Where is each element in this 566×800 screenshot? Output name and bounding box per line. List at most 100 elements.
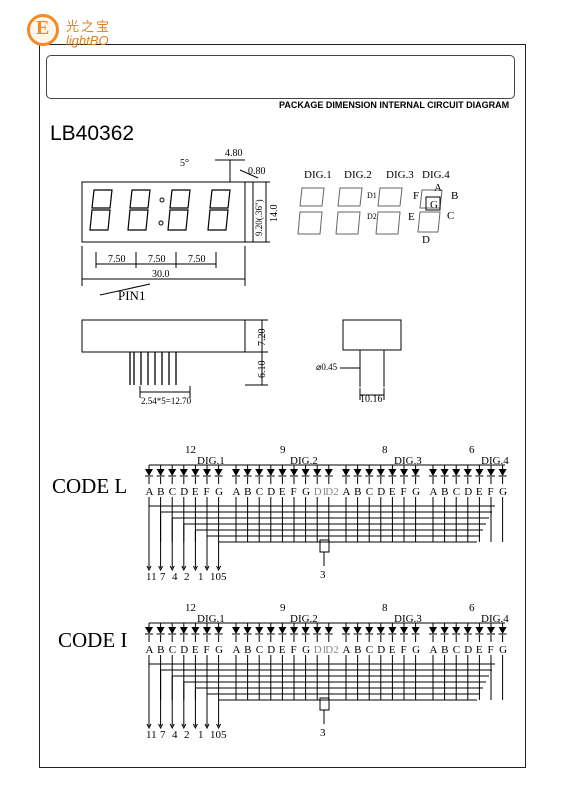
pin1-label: PIN1	[118, 288, 145, 303]
diode-symbol	[452, 469, 461, 476]
diode-symbol	[324, 627, 333, 634]
common-pin-label: 9	[280, 444, 286, 456]
segment-pin-label: B	[244, 486, 251, 498]
segment-pin-label: B	[157, 644, 164, 656]
segment-pin-label: D	[180, 486, 188, 498]
center-pin-label: 3	[320, 727, 326, 739]
segment-pin-label: A	[146, 486, 154, 498]
segment-pin-label: D	[464, 486, 472, 498]
code-i-label: CODE I	[58, 628, 128, 652]
bottom-pin-label: 2	[184, 729, 190, 741]
legend-seg-b: B	[451, 190, 458, 202]
diode-symbol	[156, 627, 165, 634]
legend-seg-g: G	[430, 199, 438, 211]
diode-symbol	[168, 627, 177, 634]
diode-symbol	[440, 627, 449, 634]
common-pin-label: 8	[382, 444, 388, 456]
segment-pin-label: F	[204, 486, 210, 498]
diode-symbol	[203, 627, 211, 634]
digit-label: DIG.2	[290, 613, 318, 625]
segment-pin-label: A	[146, 644, 154, 656]
segment-pin-label: D	[377, 486, 385, 498]
legend-d2: D2	[367, 212, 377, 221]
digit-label: DIG.4	[481, 455, 509, 467]
segment-pin-label: B	[157, 486, 164, 498]
diode-symbol	[243, 627, 252, 634]
dim-14-0: 14.0	[269, 205, 280, 223]
diode-symbol	[353, 627, 362, 634]
digit-label: DIG.2	[290, 455, 318, 467]
display-side-body	[81, 319, 246, 353]
bottom-pin-label: 4	[172, 729, 178, 741]
dim-0-80: 0.80	[248, 166, 266, 177]
segment-pin-label: D1	[314, 486, 327, 498]
segment-pin-label: B	[354, 486, 361, 498]
legend-seg-f: F	[413, 190, 419, 202]
diode-symbol	[191, 627, 200, 634]
legend-dig2: DIG.2	[344, 169, 372, 181]
dim-7-20: 7.20	[257, 329, 268, 347]
diode-symbol	[388, 627, 397, 634]
segment-pin-label: D	[377, 644, 385, 656]
front-digit-outlines	[89, 189, 231, 231]
diode-symbol	[400, 469, 408, 476]
header-frame: PACKAGE DIMENSION INTERNAL CIRCUIT DIAGR…	[46, 55, 515, 110]
segment-pin-label: C	[366, 644, 373, 656]
segment-pin-label: C	[366, 486, 373, 498]
dim-7-50-c: 7.50	[188, 254, 206, 265]
segment-pin-label: F	[401, 644, 407, 656]
segment-pin-label: G	[499, 486, 507, 498]
segment-pin-label: G	[302, 486, 310, 498]
bottom-pin-label: 11	[146, 729, 157, 741]
dim-0-45: ⌀0.45	[316, 362, 338, 372]
center-pin-label: 3	[320, 569, 326, 581]
diode-symbol	[278, 469, 287, 476]
dim-pin-pitch: 2.54*5=12.70	[141, 396, 192, 406]
bottom-pin-label: 1	[198, 729, 204, 741]
segment-pin-label: C	[256, 644, 263, 656]
display-end-body	[342, 319, 402, 351]
bottom-pin-label: 7	[160, 729, 166, 741]
segment-pin-label: C	[169, 486, 176, 498]
pin-arrow	[216, 723, 222, 730]
segment-pin-label: B	[354, 644, 361, 656]
diode-symbol	[429, 469, 437, 476]
diode-symbol	[463, 627, 472, 634]
diode-symbol	[266, 469, 275, 476]
bottom-pin-label: 4	[172, 571, 178, 583]
segment-pin-label: E	[192, 486, 199, 498]
diode-symbol	[313, 627, 322, 634]
pin-arrow	[158, 723, 164, 730]
diode-symbol	[365, 469, 374, 476]
segment-pin-label: C	[169, 644, 176, 656]
diode-symbol	[301, 469, 310, 476]
segment-pin-label: E	[279, 644, 286, 656]
segment-pin-label: G	[215, 644, 223, 656]
diode-symbol	[232, 469, 240, 476]
pin-arrow	[216, 565, 222, 572]
bottom-pin-label: 10	[210, 729, 222, 741]
diode-symbol	[452, 627, 461, 634]
diode-symbol	[179, 627, 188, 634]
common-pin-label: 6	[469, 602, 475, 614]
diode-symbol	[203, 469, 211, 476]
diode-symbol	[440, 469, 449, 476]
bottom-pin-label: 2	[184, 571, 190, 583]
model-number: LB40362	[50, 122, 135, 145]
diode-symbol	[290, 469, 298, 476]
segment-pin-label: C	[256, 486, 263, 498]
diode-symbol	[411, 627, 420, 634]
segment-pin-label: D2	[325, 644, 338, 656]
diode-symbol	[156, 469, 165, 476]
diode-symbol	[301, 627, 310, 634]
digit-label: DIG.4	[481, 613, 509, 625]
diode-symbol	[145, 627, 153, 634]
diode-symbol	[179, 469, 188, 476]
segment-pin-label: A	[343, 486, 351, 498]
segment-pin-label: C	[453, 644, 460, 656]
dim-7-50-b: 7.50	[148, 254, 166, 265]
pin-arrow	[146, 723, 152, 730]
